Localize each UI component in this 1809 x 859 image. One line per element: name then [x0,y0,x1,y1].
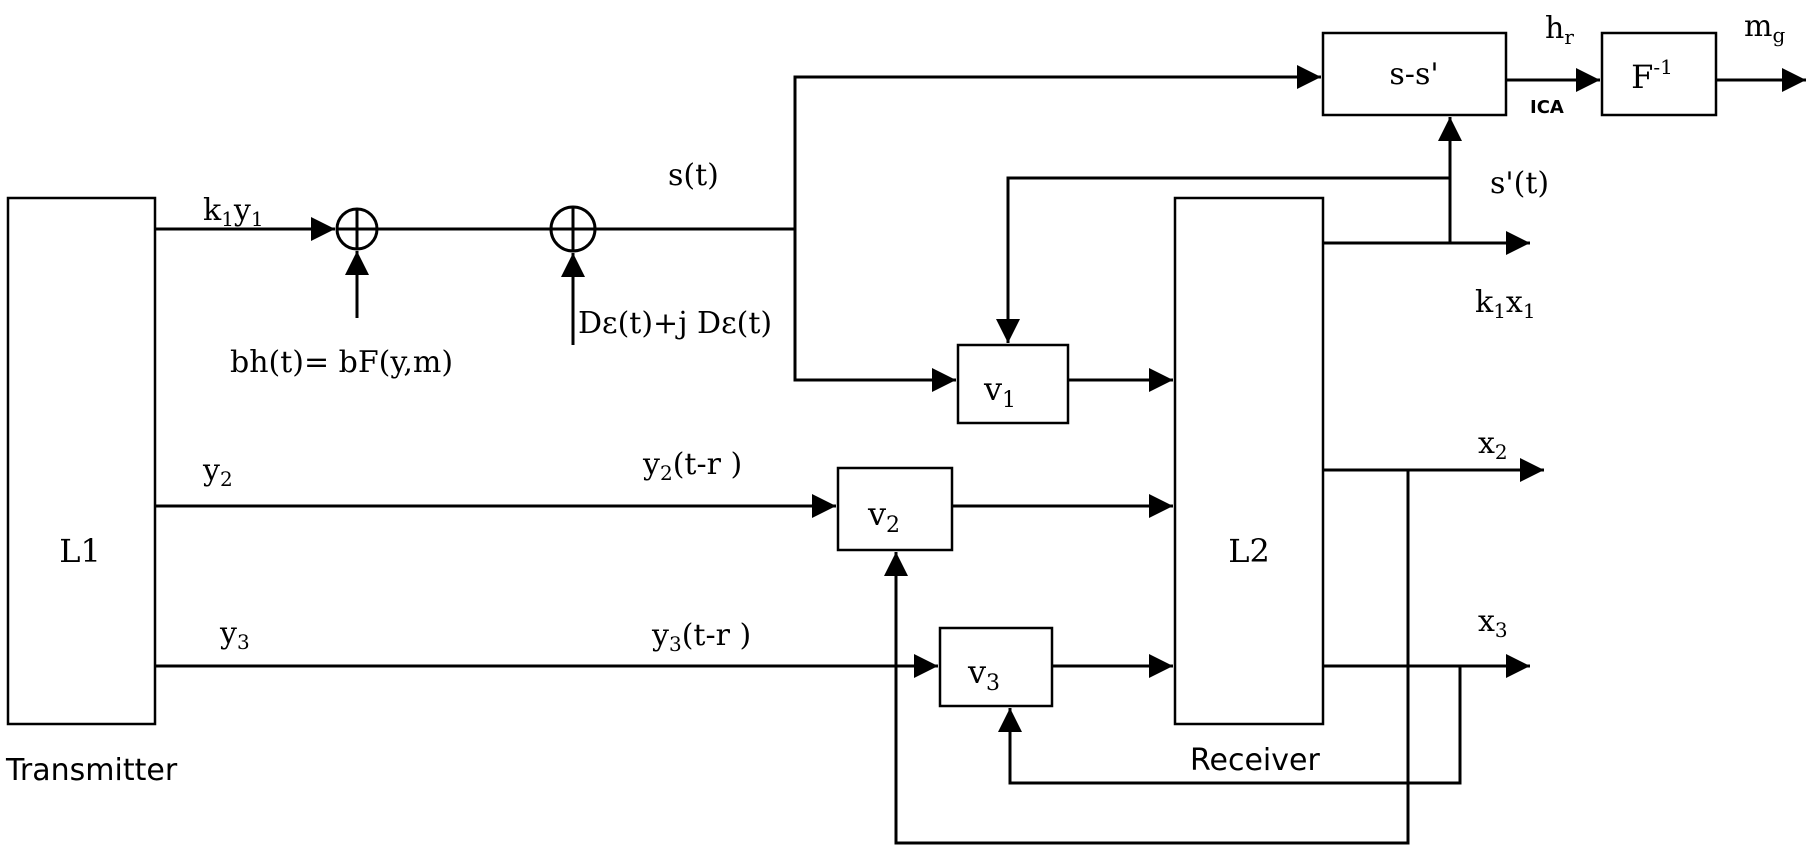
adder-2 [549,205,597,253]
v3-label: v [967,653,986,691]
mg-label: mg [1744,9,1785,47]
adder-1 [335,207,379,251]
v3-sub: 3 [986,671,1000,696]
y2-label: y2 [202,453,233,491]
noise-label: Dε(t)+j Dε(t) [578,306,772,341]
v1-block: v1 [956,343,1070,425]
v2-sub: 2 [886,513,900,538]
v2-label: v [867,495,886,533]
subtract-block: s-s' [1321,31,1508,117]
svg-text:F-1: F-1 [1631,55,1673,96]
receiver-block: L2 [1173,196,1325,726]
bh-label: bh(t)= bF(y,m) [230,345,453,380]
v2-block: v2 [836,466,954,552]
k1y1-label: k1y1 [203,193,264,231]
v3-block: v3 [938,626,1054,708]
hr-label: hr [1545,11,1574,49]
s-t-label: s(t) [668,158,719,193]
svg-text:v2: v2 [867,495,900,538]
transmitter-caption: Transmitter [5,753,178,788]
s-prime-t-label: s'(t) [1490,166,1549,201]
ica-label: ICA [1530,97,1564,118]
transmitter-block: L1 [6,196,157,726]
inverse-block: F-1 [1600,31,1718,117]
svg-text:v1: v1 [983,370,1016,413]
v1-sub: 1 [1002,388,1016,413]
x2-label: x2 [1478,426,1508,464]
subtract-label: s-s' [1389,57,1438,92]
x3-label: x3 [1478,604,1508,642]
svg-text:v3: v3 [967,653,1000,696]
wires [155,65,1806,845]
y3-delay-label: y3(t-r ) [651,618,751,656]
receiver-caption: Receiver [1190,743,1320,778]
k1x1-label: k1x1 [1475,285,1536,323]
receiver-label: L2 [1228,532,1270,570]
y2-delay-label: y2(t-r ) [642,447,742,485]
inverse-label: F [1631,58,1653,96]
inverse-sup: -1 [1653,55,1672,79]
v1-label: v [983,370,1002,408]
y3-label: y3 [219,616,250,654]
transmitter-label: L1 [59,532,101,570]
